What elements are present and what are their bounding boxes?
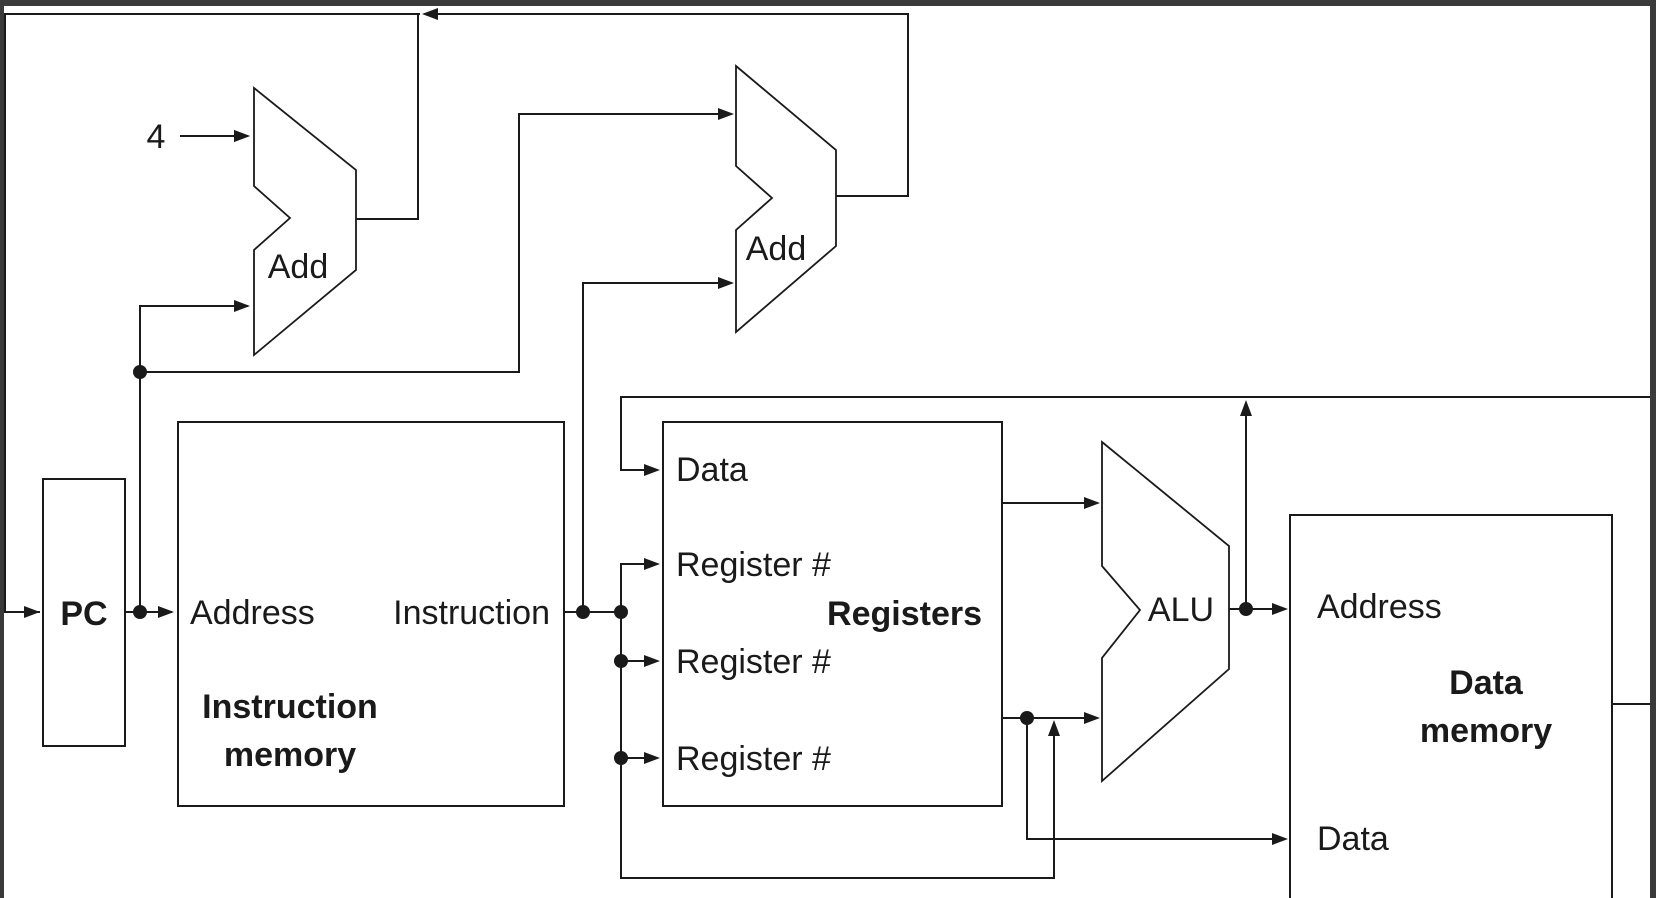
dmem-data-label: Data xyxy=(1317,820,1389,858)
alu-label: ALU xyxy=(1148,591,1214,629)
junctions xyxy=(133,365,1253,765)
junction-dot xyxy=(1239,602,1253,616)
wire-inst-to-branch xyxy=(582,282,728,612)
wire-bottom-loop xyxy=(620,730,1055,879)
wire-pc-to-branch xyxy=(140,113,728,373)
wire-next-pc xyxy=(4,13,420,613)
arrow-reg1 xyxy=(644,558,660,570)
arrow-add-pc-b xyxy=(234,300,250,312)
imem-address-label: Address xyxy=(190,594,315,632)
dmem-title-line2: memory xyxy=(1420,712,1552,750)
imem-instruction-label: Instruction xyxy=(393,594,550,632)
imem-title-line2: memory xyxy=(224,736,356,774)
arrowheads xyxy=(24,8,1288,845)
wire-pc-to-add xyxy=(139,305,248,612)
adder-pc-label: Add xyxy=(268,248,329,286)
junction-dot xyxy=(614,751,628,765)
adder-branch: Add xyxy=(735,64,837,334)
wire-writeback xyxy=(620,396,1650,471)
junction-dot xyxy=(1020,711,1034,725)
pc-register: PC xyxy=(42,478,126,747)
reg1-label: Register # xyxy=(676,546,831,584)
arrow-const-four xyxy=(234,130,250,142)
registers-title: Registers xyxy=(827,595,982,633)
arrow-branch-b xyxy=(718,277,734,289)
arrow-imem-address xyxy=(158,606,174,618)
wire-reg-to-dmem xyxy=(1026,718,1280,840)
adder-pc: Add xyxy=(253,86,357,357)
junction-dot xyxy=(614,654,628,668)
wire-to-reg1 xyxy=(620,563,654,612)
arrow-alu-a xyxy=(1084,497,1100,509)
wire-add-pc-out xyxy=(356,14,419,220)
pc-label: PC xyxy=(60,595,107,633)
dmem-title-line1: Data xyxy=(1449,664,1524,702)
arrow-branch-a xyxy=(718,108,734,120)
reg3-label: Register # xyxy=(676,740,831,778)
arrow-alu-up xyxy=(1240,400,1252,416)
wires xyxy=(4,13,1650,879)
arrow-dmem-data xyxy=(1272,833,1288,845)
data-memory: Address Data memory Data xyxy=(1289,514,1613,898)
instruction-memory: Address Instruction Instruction memory xyxy=(177,421,565,807)
register-file: Data Register # Registers Register # Reg… xyxy=(662,421,1003,807)
junction-dot xyxy=(133,365,147,379)
arrow-alu-b xyxy=(1084,712,1100,724)
imem-title-line1: Instruction xyxy=(202,688,378,726)
junction-dot xyxy=(576,605,590,619)
junction-dot xyxy=(133,605,147,619)
dmem-address-label: Address xyxy=(1317,588,1442,626)
constant-four: 4 xyxy=(147,118,166,156)
arrow-reg-data xyxy=(644,464,660,476)
arrow-alu-mux-up xyxy=(1048,720,1060,736)
reg2-label: Register # xyxy=(676,643,831,681)
alu: ALU xyxy=(1101,440,1230,783)
wire-branch-out xyxy=(432,13,909,197)
reg-data-label: Data xyxy=(676,451,748,489)
arrow-reg2 xyxy=(644,655,660,667)
arrow-pc-in xyxy=(24,606,40,618)
adder-branch-label: Add xyxy=(746,230,807,268)
arrow-dmem-address xyxy=(1272,603,1288,615)
junction-dot xyxy=(614,605,628,619)
arrow-top-rail xyxy=(422,8,438,20)
arrow-reg3 xyxy=(644,752,660,764)
